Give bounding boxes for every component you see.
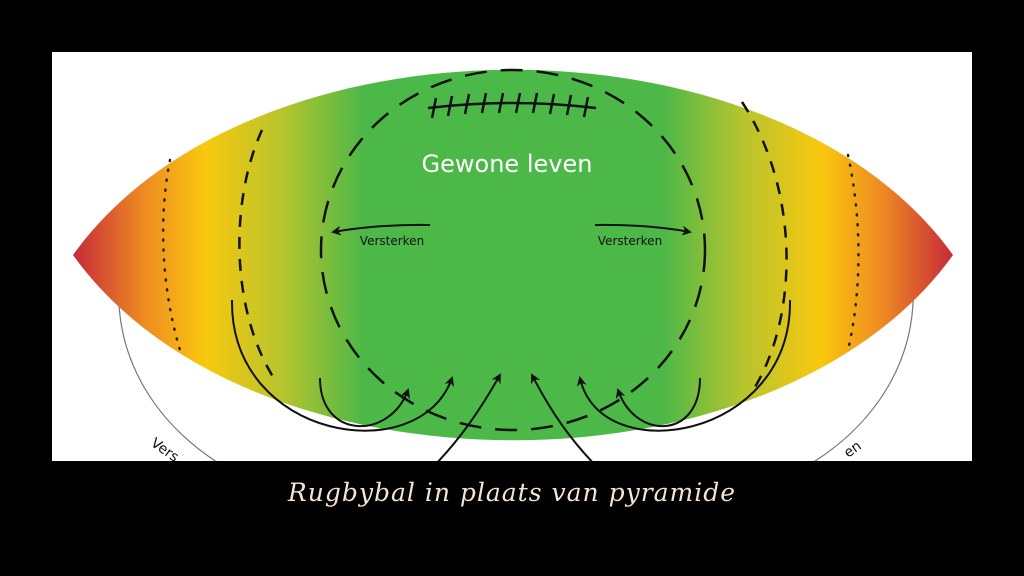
dashed-line-right	[740, 101, 788, 396]
bottom-arrow	[319, 377, 410, 427]
bottom-left-label: Vers	[148, 435, 182, 461]
left-arrow-label: Versterken	[360, 234, 424, 248]
central-dashed-circle	[319, 68, 707, 432]
bottom-right-label: en	[841, 438, 865, 461]
bottom-arrow	[615, 377, 701, 427]
bottom-arrow	[437, 373, 501, 461]
arrow-left	[331, 223, 431, 236]
dashed-line-left	[238, 129, 277, 381]
outer-arc-right	[813, 269, 914, 461]
hatch-mark	[427, 92, 597, 119]
right-arrow-label: Versterken	[598, 234, 662, 248]
rugby-ball-diagram: Gewone leven Versterken Versterken Vers …	[73, 68, 953, 461]
bottom-arrow	[576, 299, 792, 432]
bottom-arrows	[230, 299, 792, 461]
dotted-line-right	[846, 153, 860, 352]
slide-caption: Rugbybal in plaats van pyramide	[287, 478, 737, 507]
diagram-panel: Gewone leven Versterken Versterken Vers …	[52, 52, 972, 461]
center-label: Gewone leven	[422, 150, 593, 178]
arrow-right	[594, 223, 692, 236]
dotted-line-left	[161, 158, 182, 352]
bottom-arrow	[230, 299, 455, 432]
bottom-arrow	[531, 373, 593, 461]
rugby-ball	[73, 69, 953, 441]
